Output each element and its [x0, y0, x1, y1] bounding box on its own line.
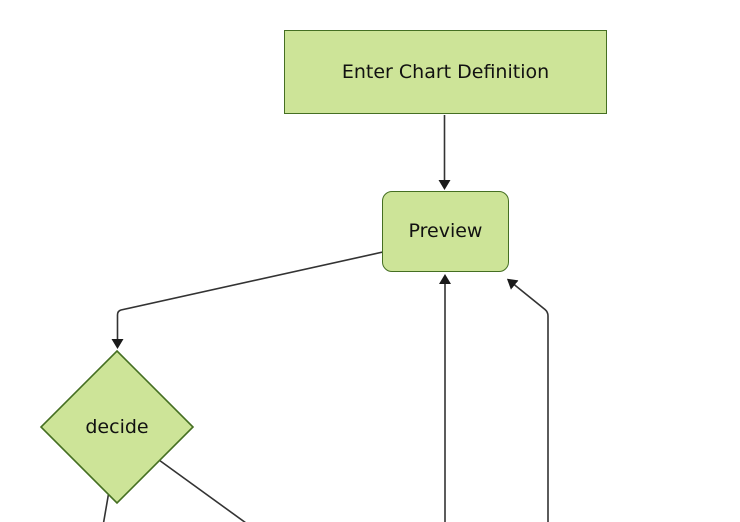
- node-decide-label: decide: [85, 416, 149, 438]
- edge-decide-to-bottom-left: [102, 493, 110, 522]
- edge-preview-to-decide: [111, 251, 384, 349]
- node-decide-shape: [39, 349, 195, 505]
- node-enter-chart-definition-label: Enter Chart Definition: [341, 60, 550, 83]
- node-preview-label: Preview: [408, 220, 483, 243]
- node-preview: Preview: [382, 191, 509, 272]
- node-enter-chart-definition: Enter Chart Definition: [284, 30, 607, 114]
- edge-decide-to-bottom-right: [158, 459, 246, 522]
- edge-bottom-right-to-preview: [506, 278, 549, 522]
